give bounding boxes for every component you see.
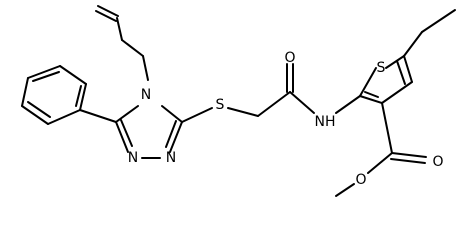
atom-s-thiophene-label: S xyxy=(377,60,386,76)
ethyl-group xyxy=(403,9,456,57)
bond-c3-c2-double-b xyxy=(364,91,379,98)
bond-allyl-to-n4 xyxy=(142,55,149,81)
bond-c5-n1-double-a xyxy=(115,121,129,153)
bond-n2-c3-double-a xyxy=(169,121,183,153)
triazole-ring xyxy=(115,105,183,159)
atom-nh-label: NH xyxy=(315,114,336,130)
bond-phenyl-3-4 xyxy=(21,77,29,107)
bond-s-ch2 xyxy=(227,107,259,117)
bond-allyl-vinyl-ch xyxy=(116,17,123,41)
bond-nh-thiophene xyxy=(335,95,361,114)
bond-ethyl-ch3 xyxy=(421,9,456,33)
bond-ch2-carbonyl xyxy=(257,91,291,117)
bond-ester-carbonyl-b xyxy=(390,158,426,164)
atom-n1-label: N xyxy=(128,150,138,166)
bond-c3-s xyxy=(181,107,213,123)
atom-labels: N N N S O NH S O O xyxy=(128,50,444,188)
atom-o-ester-oxygen-label: O xyxy=(355,172,366,188)
bond-allyl-terminal-double-b xyxy=(95,10,117,22)
bond-c3-ester-carbon xyxy=(381,102,393,154)
bond-phenyl-2-3 xyxy=(21,105,49,125)
allyl-group xyxy=(95,5,149,81)
bond-n4-c3 xyxy=(161,105,183,123)
bond-c4-c3 xyxy=(381,81,413,104)
thiophene-ring xyxy=(359,55,413,104)
molecule-canvas: N N N S O NH S O O xyxy=(21,5,456,197)
bond-ethyl-ch2 xyxy=(403,31,423,57)
bond-phenyl-5-6 xyxy=(59,65,87,85)
bond-c5-c4-double-a xyxy=(403,55,413,83)
bond-c2-s1 xyxy=(359,67,377,97)
bond-allyl-terminal-double-a xyxy=(97,5,119,17)
bond-s1-c5 xyxy=(385,55,405,69)
linker-chain xyxy=(181,63,361,123)
bond-carbonyl-nh xyxy=(289,91,315,114)
bond-ester-carbonyl-a xyxy=(391,152,427,158)
bond-phenyl-4-5 xyxy=(27,65,61,79)
bond-o-methyl xyxy=(335,183,355,197)
bond-n2-c3-double-b xyxy=(165,120,177,148)
atom-s-thioether-label: S xyxy=(216,97,225,113)
bond-allyl-ch2 xyxy=(121,39,144,57)
chemical-structure-diagram: N N N S O NH S O O xyxy=(21,5,456,197)
bond-phenyl-inner-b xyxy=(32,71,60,82)
bond-phenyl-inner-c xyxy=(75,85,82,107)
bond-c5-c4-double-b xyxy=(396,60,406,85)
phenyl-ring xyxy=(21,65,117,125)
atom-n2-label: N xyxy=(166,150,176,166)
bond-c3-c2-double-a xyxy=(359,95,383,104)
bond-phenyl-6-1 xyxy=(79,83,87,111)
bond-n4-c5 xyxy=(115,105,139,123)
atom-n4-label: N xyxy=(141,87,151,103)
methyl-ester-group xyxy=(335,102,427,197)
bond-ester-to-o xyxy=(367,152,393,174)
bond-phenyl-to-triazole xyxy=(79,109,117,123)
atom-o-ester-carbonyl-label: O xyxy=(432,154,443,170)
atom-o-amide-label: O xyxy=(284,50,295,66)
bond-phenyl-1-2 xyxy=(47,109,81,125)
bond-phenyl-inner-a xyxy=(27,101,51,118)
bond-c5-n1-double-b xyxy=(120,119,133,147)
